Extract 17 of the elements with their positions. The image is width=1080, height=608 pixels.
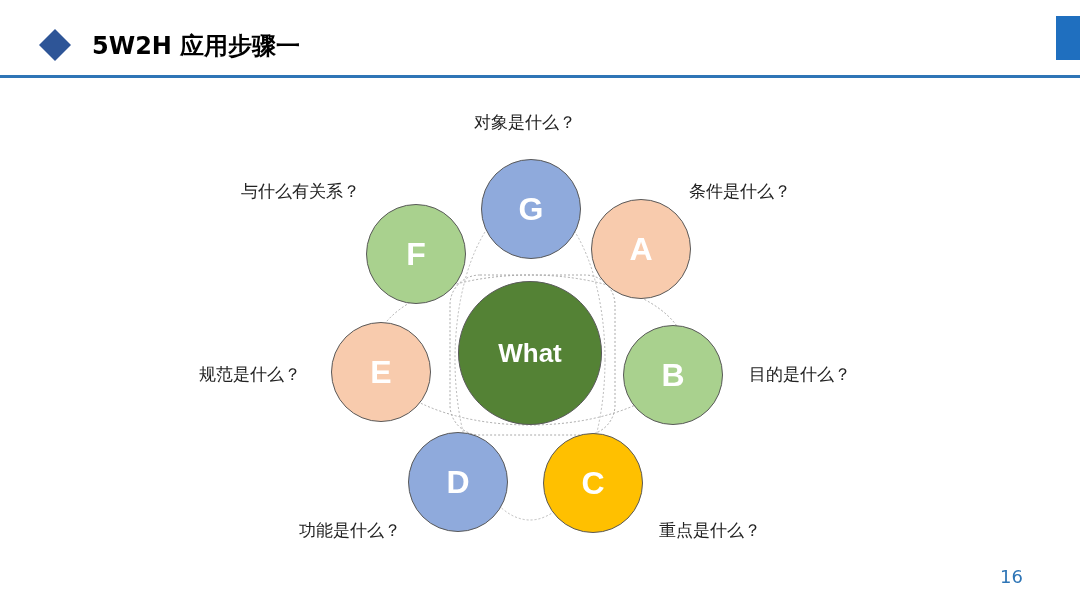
letter-circle: B [623, 325, 723, 425]
letter-circle: A [591, 199, 691, 299]
letter-circle: D [408, 432, 508, 532]
letter-circle: E [331, 322, 431, 422]
letter-circle: F [366, 204, 466, 304]
question-label: 功能是什么？ [299, 518, 401, 542]
letter-circle: C [543, 433, 643, 533]
page-number: 16 [1000, 566, 1023, 587]
letter-circle: G [481, 159, 581, 259]
question-label: 与什么有关系？ [240, 179, 360, 203]
question-label: 条件是什么？ [689, 179, 791, 203]
question-label: 规范是什么？ [199, 362, 301, 386]
question-label: 目的是什么？ [749, 362, 851, 386]
letter-circle: What [458, 281, 602, 425]
question-label: 对象是什么？ [474, 110, 576, 134]
slide-title: 5W2H 应用步骤一 [92, 31, 301, 62]
question-label: 重点是什么？ [659, 518, 761, 542]
